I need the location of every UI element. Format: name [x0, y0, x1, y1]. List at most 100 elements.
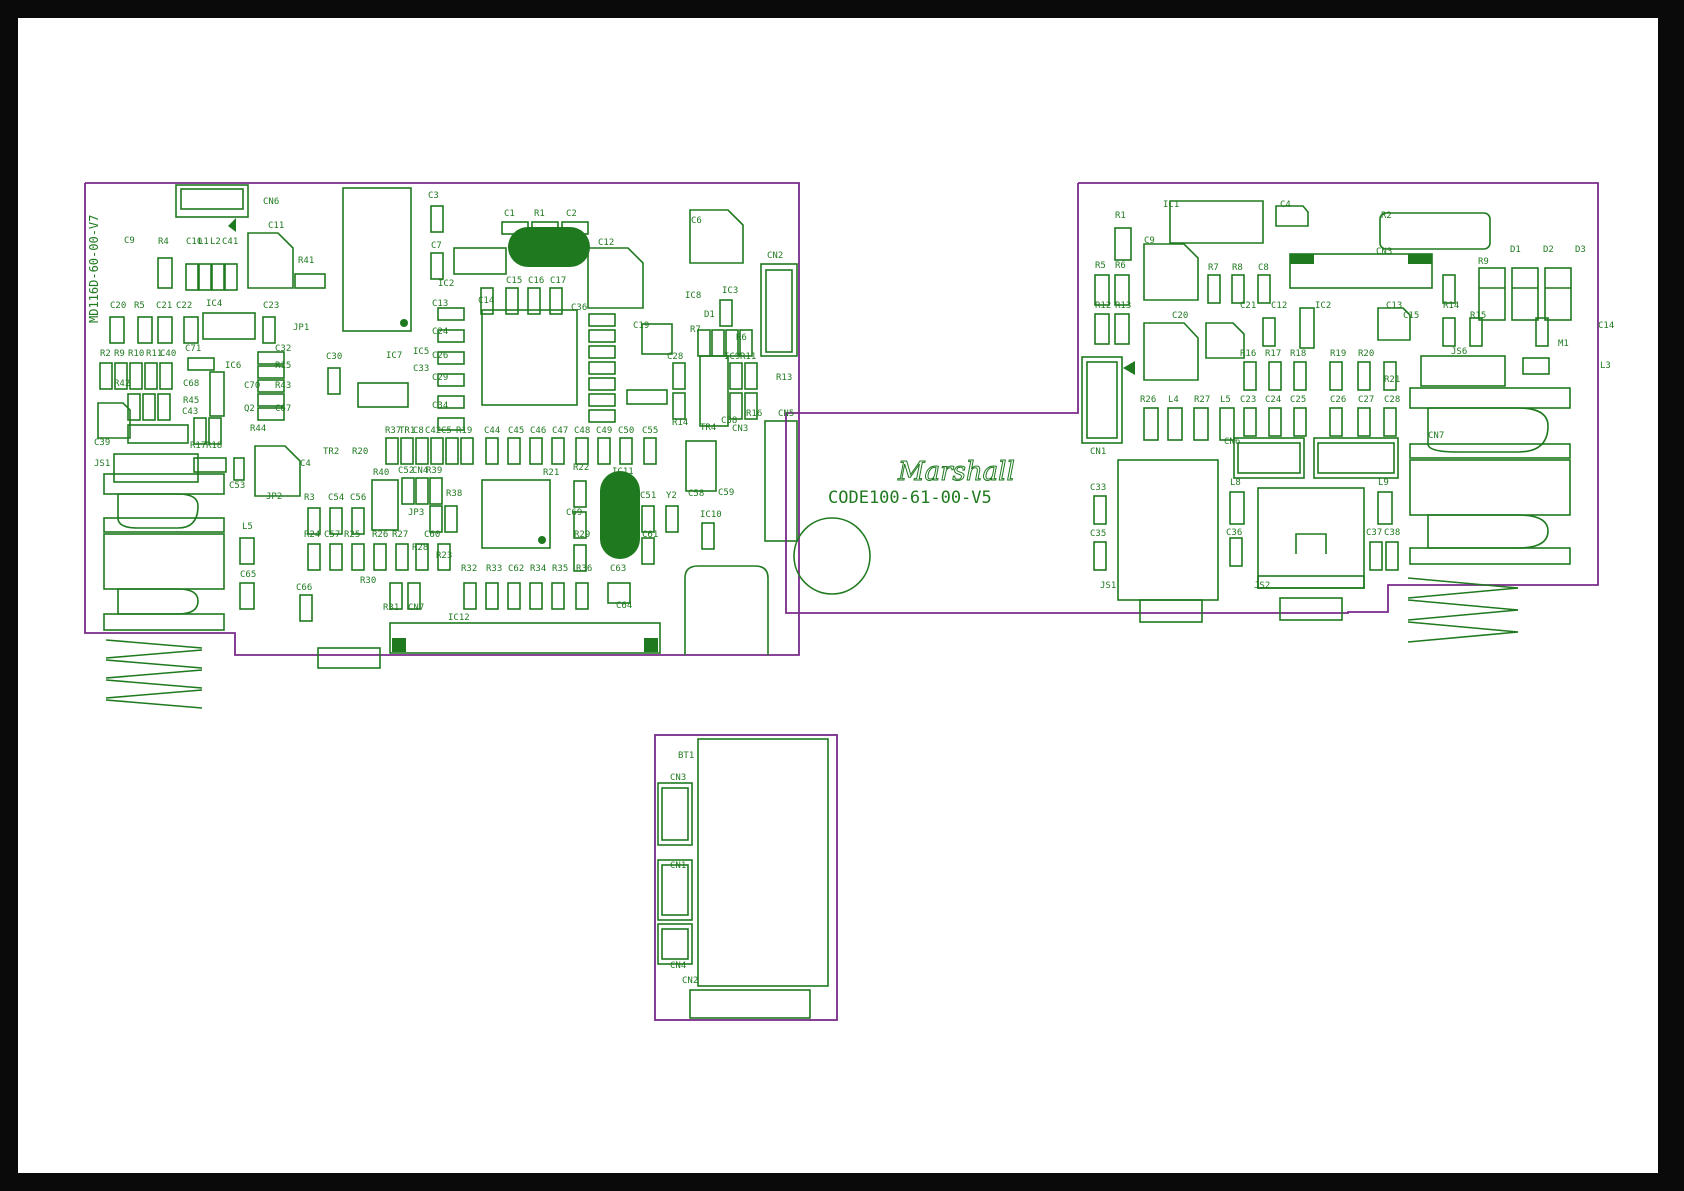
ref-left-r9: R9 [114, 349, 125, 359]
ref-right-c24: C24 [1265, 395, 1281, 405]
ref-right-c35: C35 [1090, 529, 1106, 539]
ref-right-m1: M1 [1558, 339, 1569, 349]
ref-right-js1: JS1 [1100, 581, 1116, 591]
ref-left-c47: C47 [552, 426, 568, 436]
ref-right-r20: R20 [1358, 349, 1374, 359]
ref-left-c9: C9 [124, 236, 135, 246]
ref-right-r8: R8 [1232, 263, 1243, 273]
ref-right-c12: C12 [1271, 301, 1287, 311]
ref-right-r19: R19 [1330, 349, 1346, 359]
ref-right-c37: C37 [1366, 528, 1382, 538]
ref-right-c21: C21 [1240, 301, 1256, 311]
ref-left-c21: C21 [156, 301, 172, 311]
ref-left-ic7: IC7 [386, 351, 402, 361]
ref-right-c26: C26 [1330, 395, 1346, 405]
ref-left-c38: C38 [721, 416, 737, 426]
ref-left-c40: C40 [160, 349, 176, 359]
ref-right-r21: R21 [1384, 375, 1400, 385]
ref-left-r37: R37 [385, 426, 401, 436]
ref-left-r24: R24 [304, 530, 320, 540]
ref-left-c56: C56 [350, 493, 366, 503]
ref-left-c46: C46 [530, 426, 546, 436]
ref-left-r36: R36 [576, 564, 592, 574]
ref-left-ic10: IC10 [700, 510, 722, 520]
ref-right-r12: R12 [1095, 301, 1111, 311]
ref-right-cn1: CN1 [1090, 447, 1106, 457]
ref-left-r16: R16 [746, 409, 762, 419]
ref-left-tr1: TR1 [399, 426, 415, 436]
ref-left-cn7: CN7 [408, 603, 424, 613]
ref-right-ic1: IC1 [1163, 200, 1179, 210]
ref-left-ic12: IC12 [448, 613, 470, 623]
ref-left-c59: C59 [718, 488, 734, 498]
ref-left-c41: C41 [222, 237, 238, 247]
ref-left-jp2: JP2 [266, 492, 282, 502]
ref-left-r2: R2 [100, 349, 111, 359]
ref-left-js1: JS1 [94, 459, 110, 469]
ref-left-l1: L1 [198, 237, 209, 247]
ref-left-r17: R17 [190, 441, 206, 451]
ref-left-r11: R11 [146, 349, 162, 359]
ref-left-r26: R26 [372, 530, 388, 540]
ref-left-c5: C5 [441, 426, 452, 436]
ref-left-c52: C52 [398, 466, 414, 476]
ref-left-cn3: CN3 [732, 424, 748, 434]
ref-left-ic11: IC11 [612, 467, 634, 477]
ref-left-r23: R23 [436, 551, 452, 561]
ref-left-c14: C14 [478, 296, 494, 306]
left-small-pads [99, 205, 758, 622]
ref-left-c71: C71 [185, 344, 201, 354]
ref-right-l9: L9 [1378, 478, 1389, 488]
bottom-board-outline [654, 734, 838, 1021]
ref-left-r34: R34 [530, 564, 546, 574]
ref-bottom-cn1: CN1 [670, 861, 686, 871]
ref-left-c13: C13 [432, 299, 448, 309]
ref-left-c26: C26 [432, 351, 448, 361]
ref-left-r11: R11 [740, 352, 756, 362]
ref-right-c15: C15 [1403, 311, 1419, 321]
ref-left-c12: C12 [598, 238, 614, 248]
ref-left-c53: C53 [229, 481, 245, 491]
ref-bottom-cn4: CN4 [670, 961, 686, 971]
ref-right-r7: R7 [1208, 263, 1219, 273]
ref-left-c48: C48 [574, 426, 590, 436]
ref-left-c64: C64 [616, 601, 632, 611]
ref-left-r13: R13 [776, 373, 792, 383]
ref-left-ic5: IC5 [413, 347, 429, 357]
ref-left-r1: R1 [534, 209, 545, 219]
ref-left-r28: R28 [412, 543, 428, 553]
ref-left-c62: C62 [508, 564, 524, 574]
ref-left-c60: C60 [424, 530, 440, 540]
ref-right-l8: L8 [1230, 478, 1241, 488]
ref-left-c61: C61 [642, 530, 658, 540]
ref-left-r4: R4 [158, 237, 169, 247]
ref-left-r25: R25 [344, 530, 360, 540]
ref-left-r19: R19 [456, 426, 472, 436]
ref-left-r43: R43 [275, 381, 291, 391]
ref-left-r45: R45 [183, 396, 199, 406]
ref-left-r42: R42 [114, 379, 130, 389]
ref-left-r5: R5 [134, 301, 145, 311]
ref-left-r44: R44 [250, 424, 266, 434]
ref-left-c49: C49 [596, 426, 612, 436]
ref-left-ic6: IC6 [225, 361, 241, 371]
ref-right-c38: C38 [1384, 528, 1400, 538]
ref-left-c1: C1 [504, 209, 515, 219]
ref-right-r1: R1 [1115, 211, 1126, 221]
ref-right-c8: C8 [1258, 263, 1269, 273]
ref-left-c66: C66 [296, 583, 312, 593]
ref-left-c45: C45 [508, 426, 524, 436]
ref-left-c67: C67 [275, 404, 291, 414]
ref-left-c15: C15 [506, 276, 522, 286]
ref-left-c17: C17 [550, 276, 566, 286]
ref-right-d1: D1 [1510, 245, 1521, 255]
ref-left-r14: R14 [672, 418, 688, 428]
ref-right-r5: R5 [1095, 261, 1106, 271]
ref-left-c4: C4 [300, 459, 311, 469]
ref-left-c68: C68 [183, 379, 199, 389]
ref-right-r6: R6 [1115, 261, 1126, 271]
ref-right-l5: L5 [1220, 395, 1231, 405]
ref-left-c7: C7 [431, 241, 442, 251]
right-board-id: CODE100-61-00-V5 [828, 488, 992, 508]
ref-left-c28: C28 [667, 352, 683, 362]
